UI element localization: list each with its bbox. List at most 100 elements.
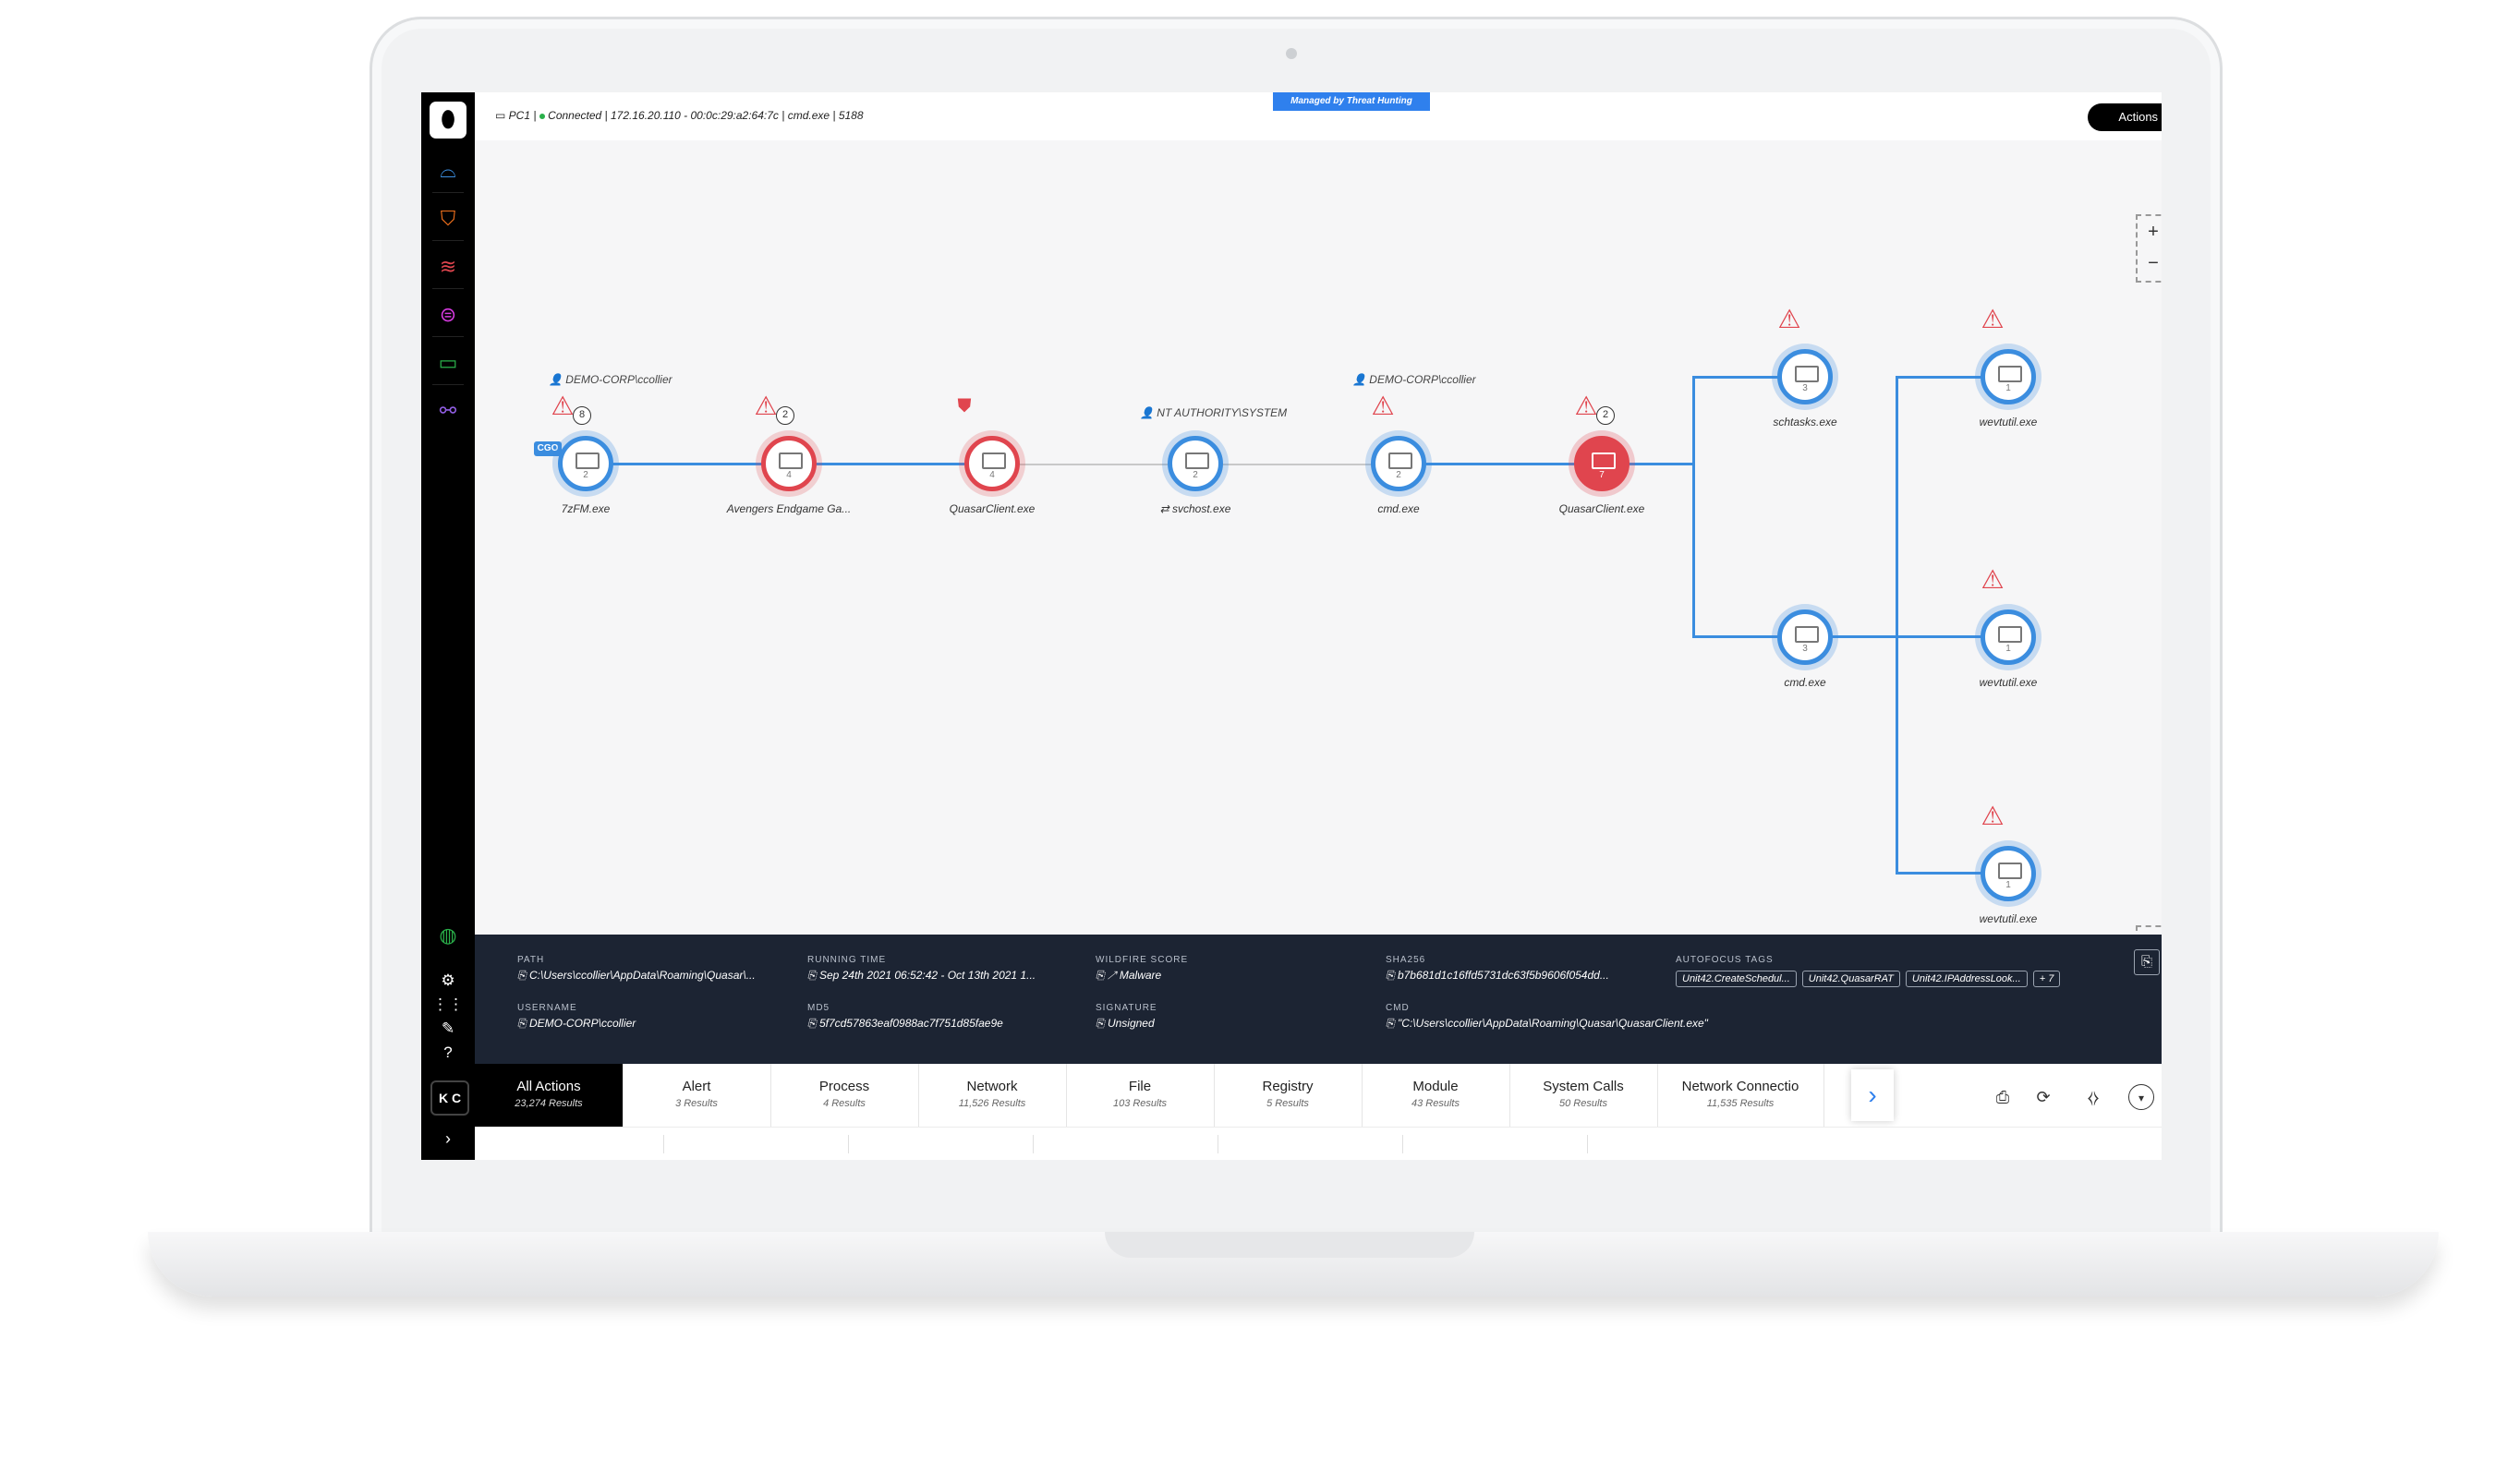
username-value[interactable]: ⎘ DEMO-CORP\ccollier: [517, 1017, 636, 1030]
process-icon: [1795, 366, 1819, 382]
tabs-next-button[interactable]: ›: [1851, 1069, 1894, 1121]
modules-icon[interactable]: ⚯: [439, 399, 457, 422]
code-view-icon[interactable]: ⧼⧽: [2087, 1088, 2100, 1106]
node-label: ⇄ svchost.exe: [1159, 502, 1231, 515]
laptop-notch: [1105, 1232, 1474, 1258]
process-node[interactable]: 1: [1981, 349, 2036, 404]
process-node[interactable]: 3: [1777, 609, 1833, 665]
alert-count-badge: 8: [573, 406, 591, 425]
process-node[interactable]: 4: [761, 436, 817, 491]
node-label: Avengers Endgame Ga...: [726, 502, 852, 515]
help-icon[interactable]: ?: [443, 1044, 453, 1061]
edge: [992, 464, 1195, 465]
node-count: 2: [1193, 470, 1198, 480]
autofocus-field: AUTOFOCUS TAGS Unit42.CreateSchedul...Un…: [1676, 955, 2101, 987]
app-screen: ⬮ ⌓ ⛉ ≋ ⊜ ▭ ⚯ ◍ ⚙ ⋮⋮ ✎ ? K C › ▭ PC1 | C…: [421, 92, 2162, 1160]
md5-field: MD5 ⎘ 5f7cd57863eaf0988ac7f751d85fae9e: [807, 1003, 1084, 1031]
zoom-out-button[interactable]: −: [2148, 253, 2159, 273]
edge: [1399, 463, 1602, 465]
alert-icon[interactable]: ⚠: [1981, 802, 2005, 830]
alert-icon[interactable]: ⚠: [1777, 305, 1801, 333]
export-icon[interactable]: ⎙: [1995, 1088, 2010, 1106]
dashboard-icon[interactable]: ⌓: [440, 159, 456, 182]
autofocus-tag[interactable]: Unit42.IPAddressLook...: [1905, 971, 2028, 987]
autofocus-tag[interactable]: Unit42.QuasarRAT: [1801, 971, 1900, 987]
wildfire-field: WILDFIRE SCORE ⎘ ↗ Malware: [1096, 955, 1373, 983]
alert-icon[interactable]: ⚠: [1981, 305, 2005, 333]
alert-count-badge: 2: [776, 406, 794, 425]
notifications-icon[interactable]: ✎: [441, 1020, 455, 1037]
running-time-value[interactable]: ⎘ Sep 24th 2021 06:52:42 - Oct 13th 2021…: [807, 969, 1036, 982]
edge: [789, 463, 992, 465]
shield-alert-icon[interactable]: ⛊: [957, 396, 972, 416]
edge: [1896, 376, 1898, 875]
autofocus-tag[interactable]: Unit42.CreateSchedul...: [1676, 971, 1797, 987]
md5-value[interactable]: ⎘ 5f7cd57863eaf0988ac7f751d85fae9e: [807, 1017, 1003, 1030]
edge: [1195, 464, 1399, 465]
zoom-in-button[interactable]: +: [2148, 222, 2159, 242]
alert-icon[interactable]: ⚠: [754, 392, 778, 420]
causality-graph[interactable]: + − ◈ 👤 DEMO-CORP\ccollier 👤 NT AUTHORIT…: [475, 140, 2162, 960]
sha256-value[interactable]: ⎘ b7b681d1c16ffd5731dc63f5b9606f054dd...: [1386, 969, 1609, 982]
process-node[interactable]: 4: [964, 436, 1020, 491]
process-node[interactable]: 2: [558, 436, 613, 491]
status-icon[interactable]: ◍: [439, 923, 457, 947]
user-label: 👤 DEMO-CORP\ccollier: [549, 373, 672, 386]
more-tags[interactable]: + 7: [2032, 971, 2061, 987]
process-icon: [1185, 452, 1209, 469]
alert-icon[interactable]: ⚠: [1371, 392, 1395, 420]
incident-icon[interactable]: ≋: [439, 255, 457, 278]
node-count: 3: [1802, 644, 1808, 654]
actions-button[interactable]: Actions ⌄: [2088, 103, 2162, 131]
apps-grid-icon[interactable]: ⋮⋮: [432, 995, 464, 1013]
wildfire-label: WILDFIRE SCORE: [1096, 955, 1189, 965]
process-node[interactable]: 1: [1981, 609, 2036, 665]
alert-icon[interactable]: ⚠: [1574, 392, 1598, 420]
username-field: USERNAME ⎘ DEMO-CORP\ccollier: [517, 1003, 794, 1031]
alert-icon[interactable]: ⚠: [1981, 565, 2005, 594]
edge: [1896, 635, 2006, 638]
running-time-field: RUNNING TIME ⎘ Sep 24th 2021 06:52:42 - …: [807, 955, 1084, 983]
signature-value[interactable]: ⎘ Unsigned: [1096, 1017, 1155, 1030]
more-options-icon[interactable]: ⋮: [2160, 1084, 2162, 1110]
node-label: QuasarClient.exe: [949, 502, 1036, 515]
path-value[interactable]: ⎘ C:\Users\ccollier\AppData\Roaming\Quas…: [517, 969, 756, 982]
process-icon: [1998, 863, 2022, 879]
settings-icon[interactable]: ⚙: [441, 971, 455, 989]
copy-icon[interactable]: ⎘: [2134, 949, 2160, 975]
node-count: 2: [583, 470, 588, 480]
edge: [1692, 376, 1695, 638]
process-node[interactable]: 2: [1168, 436, 1223, 491]
alert-icon[interactable]: ⚠: [551, 392, 575, 420]
wildfire-value[interactable]: ⎘ ↗ Malware: [1096, 969, 1162, 982]
refresh-icon[interactable]: ⟳: [2036, 1088, 2051, 1106]
process-node[interactable]: 3: [1777, 349, 1833, 404]
signature-label: SIGNATURE: [1096, 1003, 1157, 1013]
process-node[interactable]: 1: [1981, 846, 2036, 901]
app-logo[interactable]: ⬮: [430, 102, 466, 139]
process-node[interactable]: 2: [1371, 436, 1426, 491]
node-label: QuasarClient.exe: [1558, 502, 1645, 515]
edge: [586, 463, 789, 465]
process-icon: [575, 452, 600, 469]
expand-sidebar-icon[interactable]: ›: [445, 1129, 451, 1148]
assets-icon[interactable]: ▭: [438, 351, 458, 374]
sha256-field: SHA256 ⎘ b7b681d1c16ffd5731dc63f5b9606f0…: [1386, 955, 1663, 983]
selected-process-node[interactable]: 7: [1574, 436, 1630, 491]
avatar[interactable]: K C: [430, 1080, 469, 1116]
investigate-icon[interactable]: ⊜: [439, 303, 457, 326]
cmd-value[interactable]: ⎘ "C:\Users\ccollier\AppData\Roaming\Qua…: [1386, 1017, 1708, 1030]
shield-icon[interactable]: ⛉: [440, 207, 456, 230]
process-icon: [779, 452, 803, 469]
filter-icon[interactable]: ▾: [2128, 1084, 2154, 1110]
